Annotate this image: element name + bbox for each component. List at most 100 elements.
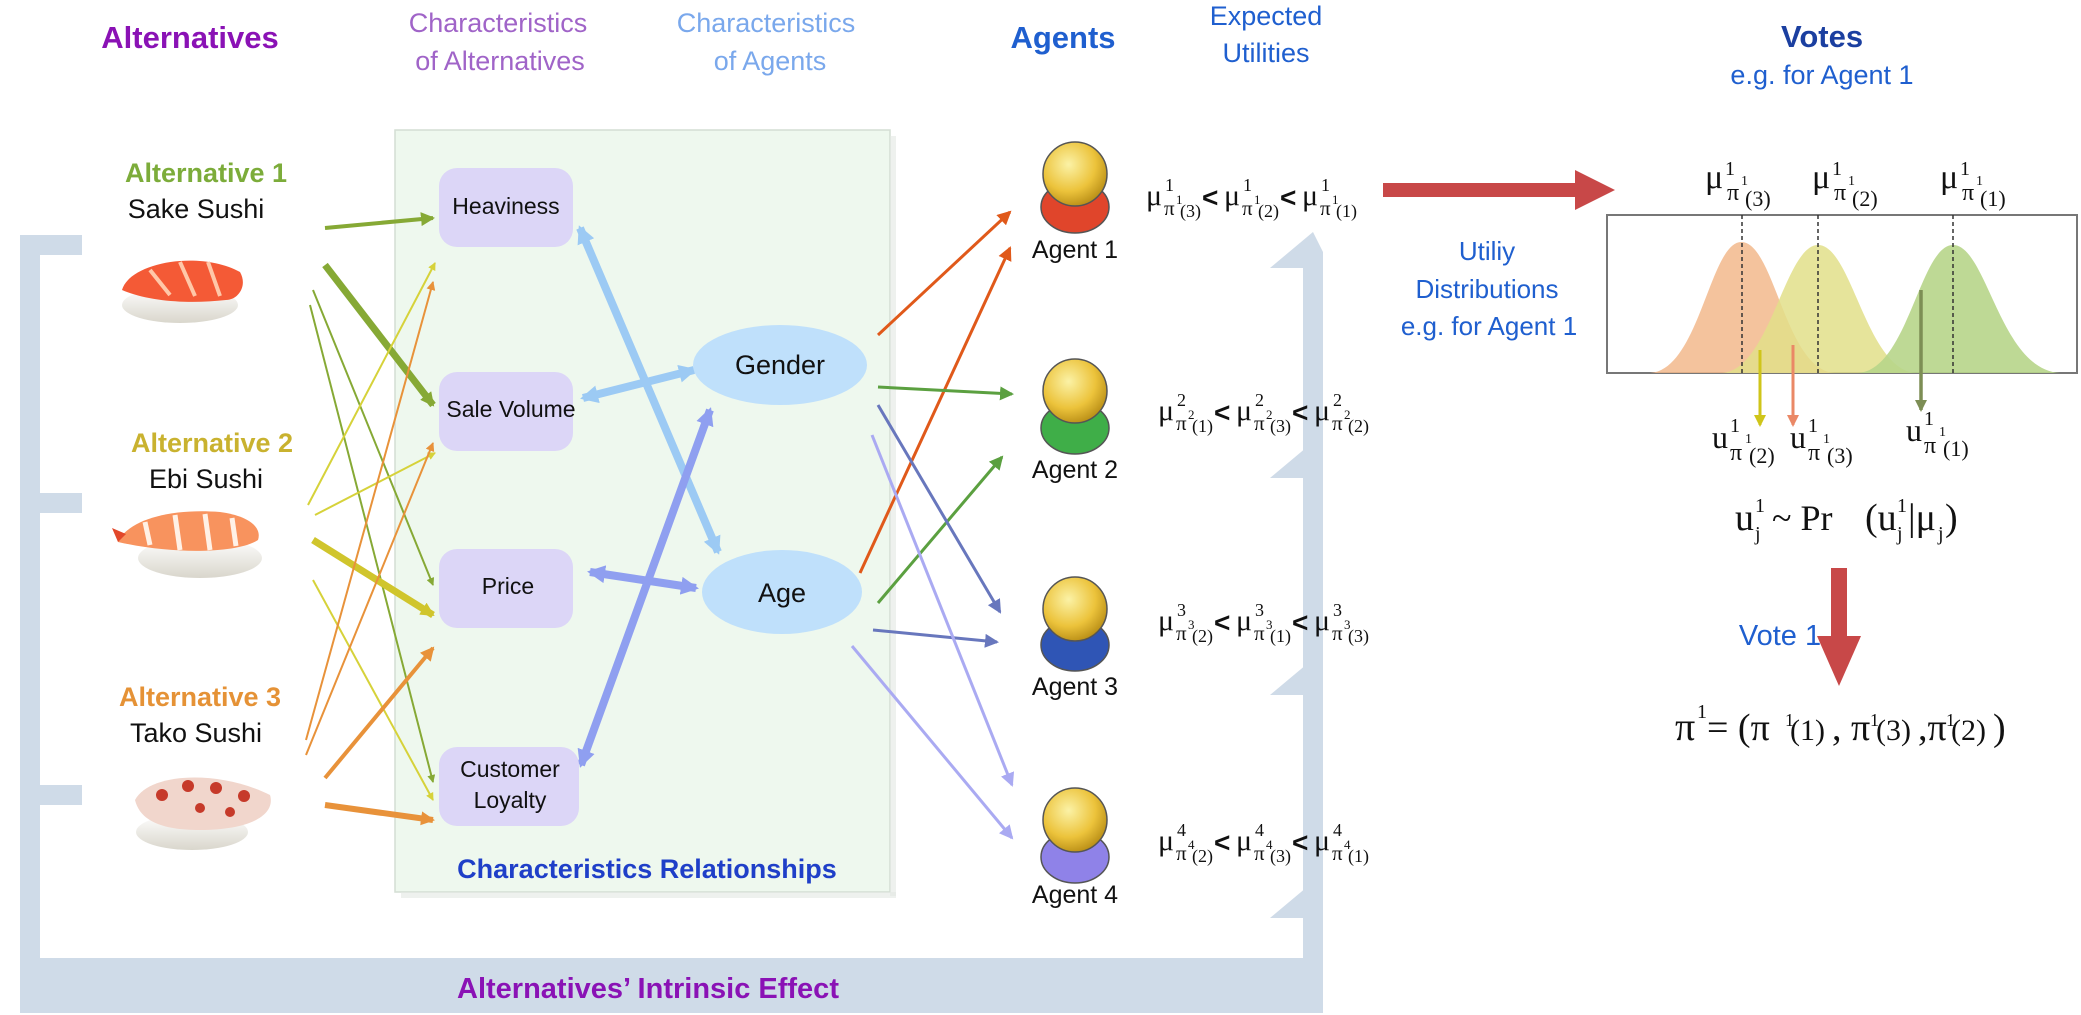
svg-text:π: π bbox=[1924, 433, 1936, 459]
utility-rank-index: (3) bbox=[1180, 201, 1201, 222]
svg-text:1: 1 bbox=[1946, 710, 1955, 730]
svg-text:1: 1 bbox=[1697, 701, 1707, 723]
less-than-sign: < bbox=[1292, 827, 1308, 858]
utility-rank-index: (3) bbox=[1348, 626, 1369, 647]
vote-result-item-1: (1) bbox=[1790, 714, 1825, 747]
utility-rank-index: (1) bbox=[1336, 201, 1357, 222]
sampling-formula: u 1 j ~ Pr (u 1 j |μ j ) bbox=[1735, 495, 1958, 545]
agent-edges bbox=[850, 210, 1015, 840]
alternative-2: Alternative 2 Ebi Sushi bbox=[112, 428, 293, 578]
vote-result: π 1 = (π 1 (1) , π 1 (3) ,π 1 (2) ) bbox=[1675, 701, 2006, 749]
svg-text:j: j bbox=[1896, 523, 1903, 545]
svg-text:|μ: |μ bbox=[1908, 497, 1936, 539]
svg-text:μ: μ bbox=[1236, 824, 1252, 857]
vote-label: Vote 1 bbox=[1739, 620, 1821, 652]
svg-text:π: π bbox=[1808, 440, 1820, 466]
octopus-sushi-image bbox=[135, 777, 271, 850]
char-alternatives-header-line1: Characteristics bbox=[409, 8, 588, 38]
svg-text:μ: μ bbox=[1224, 179, 1240, 212]
characteristic-heaviness-label: Heaviness bbox=[452, 193, 559, 219]
utility-rank-index: (2) bbox=[1192, 846, 1213, 867]
less-than-sign: < bbox=[1214, 607, 1230, 638]
svg-text:u: u bbox=[1712, 419, 1728, 455]
alternative-2-name: Ebi Sushi bbox=[149, 464, 263, 494]
utility-agent-superscript: 3 bbox=[1177, 600, 1186, 620]
svg-text:π: π bbox=[1176, 621, 1187, 645]
utility-rank-index: (1) bbox=[1192, 416, 1213, 437]
svg-text:π: π bbox=[1675, 704, 1695, 749]
expected-utilities-header-line2: Utilities bbox=[1222, 38, 1309, 68]
utility-agent-superscript: 2 bbox=[1255, 390, 1264, 410]
vote-result-item-2: (3) bbox=[1876, 714, 1911, 747]
characteristic-sale-volume-label: Sale Volume bbox=[446, 396, 575, 422]
svg-text:j: j bbox=[1937, 523, 1944, 545]
characteristic-age: Age bbox=[702, 550, 862, 634]
svg-text:3: 3 bbox=[1188, 617, 1195, 632]
svg-text:μ: μ bbox=[1705, 159, 1723, 196]
svg-text:3: 3 bbox=[1266, 617, 1273, 632]
alternative-3-title: Alternative 3 bbox=[119, 682, 281, 712]
utility-rank-index: (3) bbox=[1270, 416, 1291, 437]
to-vote-arrow bbox=[1817, 568, 1861, 686]
salmon-sushi-image bbox=[122, 260, 243, 323]
votes-subheader: e.g. for Agent 1 bbox=[1730, 60, 1913, 90]
svg-text:μ: μ bbox=[1236, 394, 1252, 427]
mu-label-2-index: (2) bbox=[1852, 186, 1878, 211]
agent-3: Agent 3 bbox=[1032, 576, 1118, 701]
less-than-sign: < bbox=[1292, 607, 1308, 638]
characteristic-age-label: Age bbox=[758, 578, 806, 608]
svg-text:μ: μ bbox=[1236, 604, 1252, 637]
svg-text:μ: μ bbox=[1302, 179, 1318, 212]
svg-text:u: u bbox=[1735, 497, 1754, 539]
relationships-label: Characteristics Relationships bbox=[457, 854, 837, 884]
svg-text:π: π bbox=[1727, 180, 1739, 206]
utility-agent-superscript: 2 bbox=[1177, 390, 1186, 410]
svg-text:π: π bbox=[1332, 411, 1343, 435]
svg-text:1: 1 bbox=[1254, 192, 1261, 207]
svg-text:1: 1 bbox=[1741, 174, 1748, 189]
less-than-sign: < bbox=[1202, 182, 1218, 213]
agent-4-label: Agent 4 bbox=[1032, 881, 1118, 909]
svg-text:μ: μ bbox=[1158, 824, 1174, 857]
relationship-edges bbox=[576, 225, 722, 768]
characteristic-gender-label: Gender bbox=[735, 350, 825, 380]
utility-distribution-plot bbox=[1606, 214, 2078, 427]
distributions-label-line3: e.g. for Agent 1 bbox=[1401, 311, 1577, 341]
mu-label-1-index: (1) bbox=[1980, 186, 2006, 211]
svg-text:4: 4 bbox=[1344, 837, 1351, 852]
svg-text:π: π bbox=[1176, 841, 1187, 865]
characteristic-customer-loyalty-label-line1: Customer bbox=[460, 756, 560, 782]
shrimp-sushi-image bbox=[112, 511, 262, 578]
less-than-sign: < bbox=[1280, 182, 1296, 213]
utility-rank-index: (1) bbox=[1270, 626, 1291, 647]
svg-text:4: 4 bbox=[1188, 837, 1195, 852]
characteristic-price-label: Price bbox=[482, 573, 534, 599]
svg-text:(u: (u bbox=[1865, 497, 1897, 539]
svg-text:π: π bbox=[1254, 621, 1265, 645]
vote-result-item-3: (2) bbox=[1951, 714, 1986, 747]
alternative-3-name: Tako Sushi bbox=[130, 718, 262, 748]
svg-text:1: 1 bbox=[1332, 192, 1339, 207]
svg-text:μ: μ bbox=[1158, 394, 1174, 427]
svg-text:μ: μ bbox=[1314, 394, 1330, 427]
utility-rank-index: (2) bbox=[1192, 626, 1213, 647]
svg-text:π: π bbox=[1332, 621, 1343, 645]
utility-agent-superscript: 3 bbox=[1255, 600, 1264, 620]
agent-2: Agent 2 bbox=[1032, 358, 1118, 484]
utility-rank-index: (3) bbox=[1270, 846, 1291, 867]
svg-text:μ: μ bbox=[1146, 179, 1162, 212]
svg-text:1: 1 bbox=[1848, 174, 1855, 189]
svg-text:1: 1 bbox=[1976, 174, 1983, 189]
characteristic-gender: Gender bbox=[693, 325, 867, 405]
utility-rank-index: (2) bbox=[1348, 416, 1369, 437]
svg-text:π: π bbox=[1254, 841, 1265, 865]
votes-header: Votes bbox=[1781, 19, 1863, 54]
svg-text:π: π bbox=[1254, 411, 1265, 435]
